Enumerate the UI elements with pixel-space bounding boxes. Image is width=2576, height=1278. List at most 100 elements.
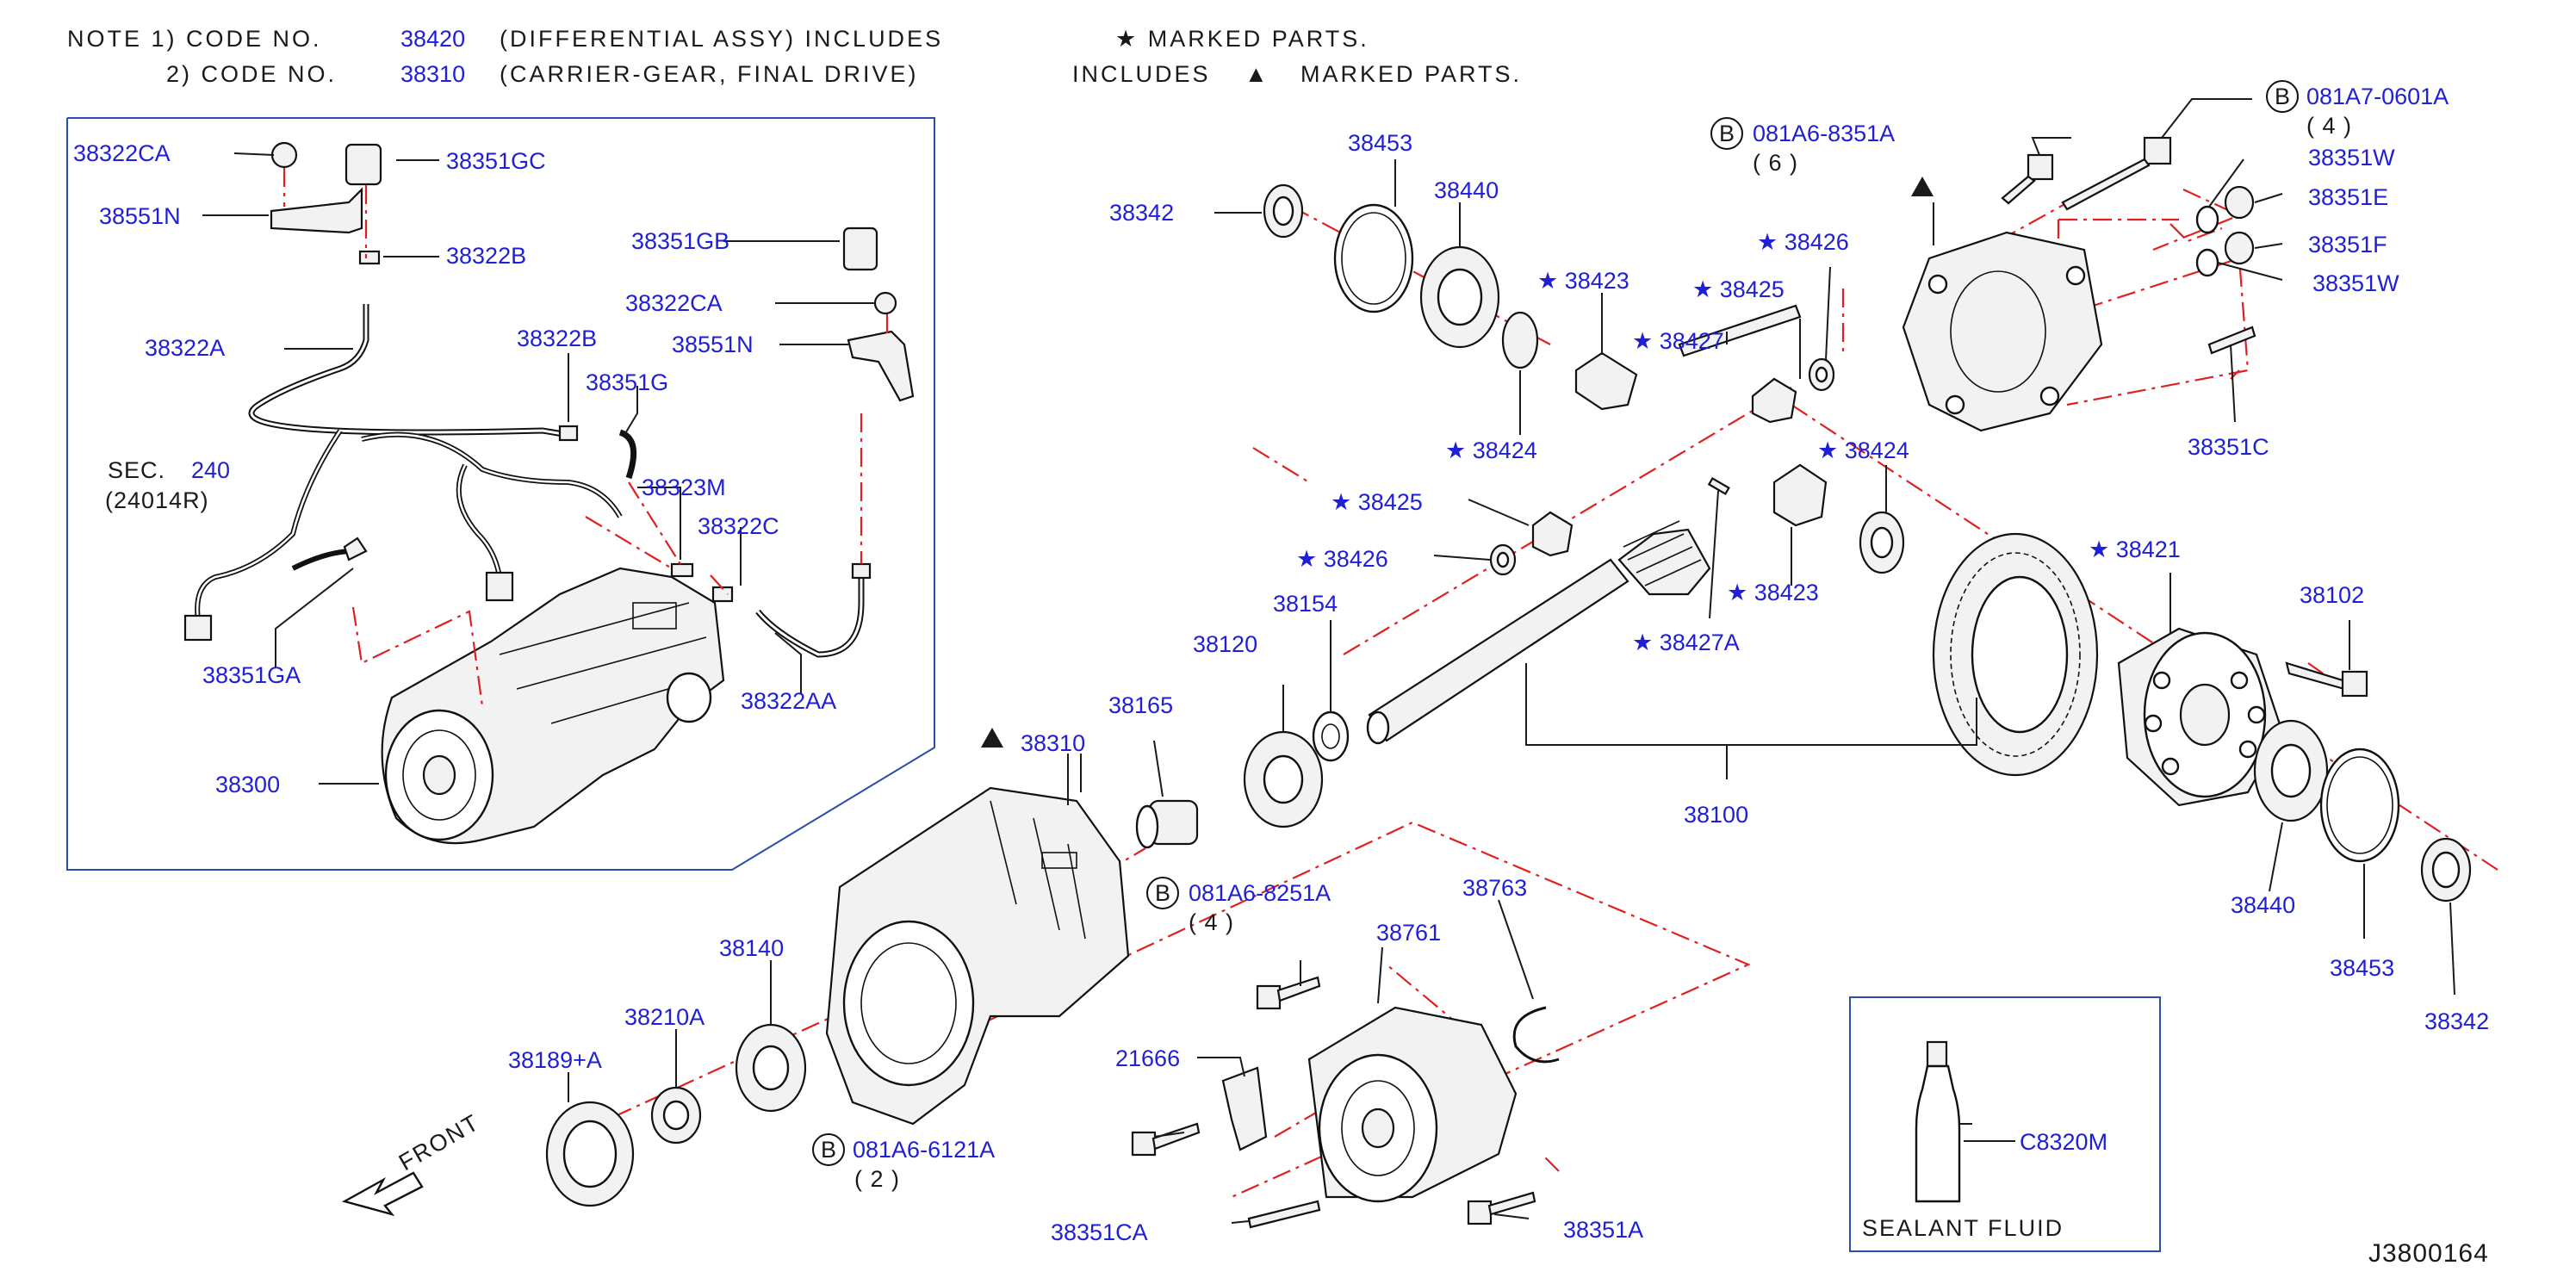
label-38342-right[interactable]: 38342	[2424, 1008, 2489, 1034]
bolt-081A6-8351A[interactable]	[2001, 153, 2054, 205]
bearing-38140[interactable]	[735, 1023, 807, 1113]
label-38189A[interactable]: 38189+A	[508, 1047, 602, 1073]
differential-assy-38300[interactable]	[381, 567, 725, 845]
label-38154[interactable]: 38154	[1273, 591, 1338, 617]
label-38453-right[interactable]: 38453	[2330, 955, 2394, 981]
label-21666[interactable]: 21666	[1115, 1045, 1180, 1071]
bolt-code[interactable]: 081A6-6121A	[853, 1137, 995, 1163]
bearing-38120[interactable]	[1243, 730, 1324, 828]
note2-code[interactable]: 38310	[400, 61, 465, 87]
label-38351A[interactable]: 38351A	[1563, 1217, 1643, 1243]
label-38323M[interactable]: 38323M	[642, 475, 726, 500]
bolt-code[interactable]: 081A6-8251A	[1189, 880, 1331, 906]
washer-38424-left[interactable]	[1501, 311, 1539, 369]
bracket-21666[interactable]	[1221, 1066, 1268, 1151]
label-38426[interactable]: ★ 38426	[1757, 229, 1849, 255]
label-38453[interactable]: 38453	[1348, 130, 1412, 156]
label-38322AA[interactable]: 38322AA	[741, 688, 836, 714]
ring-gear-38421[interactable]	[1932, 532, 2099, 777]
seal-38342-top[interactable]	[1263, 183, 1304, 239]
label-38423[interactable]: ★ 38423	[1537, 268, 1629, 294]
label-38140[interactable]: 38140	[719, 935, 784, 961]
nut-38210A[interactable]	[650, 1086, 702, 1145]
callout-081A6-8351A[interactable]: B 081A6-8351A ( 6 )	[1710, 117, 1895, 176]
label-38440[interactable]: 38440	[1434, 177, 1499, 203]
label-38210A[interactable]: 38210A	[624, 1004, 705, 1030]
label-38421[interactable]: ★ 38421	[2089, 537, 2181, 562]
bolt-081A7-0601A[interactable]	[2061, 136, 2172, 211]
gear-38425-mid[interactable]	[1531, 511, 1574, 557]
label-38351GA[interactable]: 38351GA	[202, 662, 301, 688]
gear-38423-top[interactable]	[1574, 351, 1638, 411]
bolt-code[interactable]: 081A6-8351A	[1753, 121, 1895, 146]
label-38322CA-2[interactable]: 38322CA	[625, 290, 723, 316]
washer-38154[interactable]	[1312, 710, 1350, 762]
bearing-38440-top[interactable]	[1419, 245, 1500, 349]
label-38425[interactable]: ★ 38425	[1692, 276, 1785, 302]
label-38120[interactable]: 38120	[1193, 631, 1257, 657]
snap-ring-38763[interactable]	[1512, 1006, 1560, 1064]
label-38165[interactable]: 38165	[1108, 692, 1173, 718]
label-38761[interactable]: 38761	[1376, 920, 1441, 946]
label-38322C[interactable]: 38322C	[698, 513, 779, 539]
label-38102[interactable]: 38102	[2300, 582, 2364, 608]
label-38424-left[interactable]: ★ 38424	[1445, 437, 1537, 463]
callout-081A7-0601A[interactable]: B 081A7-0601A ( 4 )	[2266, 80, 2449, 139]
label-38351G[interactable]: 38351G	[586, 369, 668, 395]
pinion-shaft-38427[interactable]	[1678, 304, 1802, 357]
label-38322A[interactable]: 38322A	[145, 335, 225, 361]
label-38763[interactable]: 38763	[1462, 875, 1527, 901]
label-38322B-2[interactable]: 38322B	[517, 326, 597, 351]
washer-38351W-1[interactable]	[2195, 205, 2219, 234]
drive-pinion-38100[interactable]	[1366, 520, 1711, 745]
plug-38351F[interactable]	[2224, 231, 2255, 265]
label-38425-mid[interactable]: ★ 38425	[1331, 489, 1423, 515]
label-38427A[interactable]: ★ 38427A	[1632, 630, 1740, 655]
diff-case[interactable]	[2117, 627, 2284, 807]
flange-seal-38189A[interactable]	[545, 1101, 635, 1207]
sealant-part[interactable]: C8320M	[2020, 1129, 2107, 1155]
pin-38427A[interactable]	[1707, 477, 1730, 495]
label-38551N[interactable]: 38551N	[99, 203, 181, 229]
shim-38453-top[interactable]	[1333, 203, 1414, 313]
label-38351CA[interactable]: 38351CA	[1051, 1219, 1148, 1245]
label-38351GC[interactable]: 38351GC	[446, 148, 546, 174]
label-38351E[interactable]: 38351E	[2308, 184, 2388, 210]
callout-081A6-8251A[interactable]: B 081A6-8251A ( 4 )	[1146, 877, 1331, 935]
bolt-38351A[interactable]	[1467, 1191, 1536, 1225]
shim-38453-right[interactable]	[2319, 748, 2400, 863]
label-38100[interactable]: 38100	[1684, 802, 1748, 828]
bolt-38102[interactable]	[2285, 661, 2368, 698]
label-38423-mid[interactable]: ★ 38423	[1727, 580, 1819, 605]
cover-38761[interactable]	[1307, 1006, 1518, 1203]
bolt-code[interactable]: 081A7-0601A	[2306, 84, 2449, 109]
label-38342[interactable]: 38342	[1109, 200, 1174, 226]
gear-38423-mid[interactable]	[1772, 463, 1828, 527]
carrier-housing-38310[interactable]	[825, 786, 1130, 1126]
rear-cover-38351[interactable]	[1902, 231, 2103, 432]
label-38351GB[interactable]: 38351GB	[631, 228, 729, 254]
label-38322CA[interactable]: 38322CA	[73, 140, 171, 166]
spacer-38165[interactable]	[1135, 799, 1199, 849]
label-38351F[interactable]: 38351F	[2308, 232, 2387, 257]
label-38322B[interactable]: 38322B	[446, 243, 526, 269]
sec-number[interactable]: 240	[191, 457, 230, 483]
washer-38351W-2[interactable]	[2195, 248, 2219, 277]
label-38424-right[interactable]: ★ 38424	[1817, 437, 1909, 463]
label-38427[interactable]: ★ 38427	[1632, 328, 1724, 354]
bolt-081A6-6121A[interactable]	[1131, 1122, 1201, 1157]
bolt-081A6-8251A[interactable]	[1256, 976, 1321, 1010]
label-38351W-2[interactable]: 38351W	[2312, 270, 2399, 296]
label-38426-mid[interactable]: ★ 38426	[1296, 546, 1388, 572]
label-38300[interactable]: 38300	[215, 772, 280, 797]
label-38351W[interactable]: 38351W	[2308, 145, 2395, 171]
seal-38342-right[interactable]	[2420, 837, 2472, 903]
stud-38351CA[interactable]	[1247, 1200, 1321, 1229]
label-38310[interactable]: 38310	[1021, 730, 1085, 756]
label-38440-right[interactable]: 38440	[2231, 892, 2295, 918]
plug-38351E[interactable]	[2224, 185, 2255, 220]
note1-code[interactable]: 38420	[400, 26, 465, 52]
bearing-38440-right[interactable]	[2253, 719, 2329, 822]
callout-081A6-6121A[interactable]: B 081A6-6121A ( 2 )	[812, 1133, 995, 1192]
gear-38425-top[interactable]	[1751, 377, 1797, 424]
